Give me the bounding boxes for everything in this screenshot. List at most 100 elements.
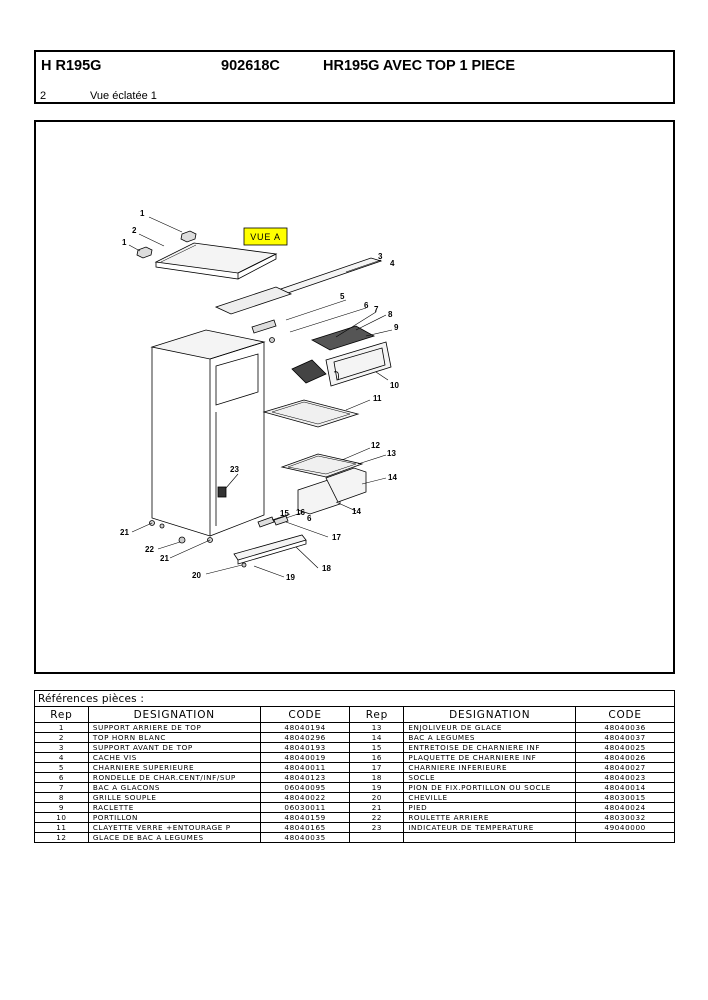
ice-tray	[291, 359, 327, 384]
plinth-pin	[241, 562, 247, 568]
roller-foot	[178, 536, 186, 544]
freezer-door	[325, 341, 392, 387]
cell-code-b: 48040026	[575, 752, 675, 763]
cell-designation-b: ENJOLIVEUR DE GLACE	[403, 722, 577, 733]
model-number: H R195G	[41, 58, 102, 74]
cell-rep-a: 2	[34, 732, 89, 743]
cell-designation-b: INDICATEUR DE TEMPERATURE	[403, 822, 577, 833]
grille	[310, 325, 376, 351]
cell-rep-a: 6	[34, 772, 89, 783]
glass-shelf	[262, 399, 360, 428]
cell-code-a: 06030011	[259, 802, 351, 813]
cell-designation-b: PLAQUETTE DE CHARNIERE INF	[403, 752, 577, 763]
cell-rep-b: 16	[349, 752, 405, 763]
col-designation-a: DESIGNATION	[87, 706, 261, 723]
cell-designation-b: CHEVILLE	[403, 792, 577, 803]
cell-rep-b: 19	[349, 782, 405, 793]
cell-code-b: 48030032	[575, 812, 675, 823]
plinth	[233, 534, 307, 565]
fridge-cabinet	[149, 329, 266, 543]
cell-code-b: 48040014	[575, 782, 675, 793]
cell-code-a: 48040296	[259, 732, 351, 743]
cell-code-b: 48040027	[575, 762, 675, 773]
callout-numbers: 1 2 1 3 4 5 6 7 8 9 10 11 12 13 14 23 15…	[120, 209, 399, 582]
vue-a-label-box	[243, 227, 288, 246]
cell-code-a: 06040095	[259, 782, 351, 793]
col-designation-b: DESIGNATION	[403, 706, 577, 723]
cell-rep-b: 20	[349, 792, 405, 803]
cell-designation-a: PORTILLON	[87, 812, 261, 823]
callout-22: 22	[145, 545, 154, 554]
callout-14b: 14	[352, 507, 361, 516]
cell-designation-b: SOCLE	[403, 772, 577, 783]
callout-21b: 21	[160, 554, 169, 563]
callout-8: 8	[388, 310, 393, 319]
col-code-b: CODE	[575, 706, 675, 723]
cell-code-b: 48040036	[575, 722, 675, 733]
callout-11: 11	[373, 394, 382, 403]
cell-rep-b: 18	[349, 772, 405, 783]
cell-rep-b: 15	[349, 742, 405, 753]
cell-rep-a: 5	[34, 762, 89, 773]
callout-20: 20	[192, 571, 201, 580]
cell-designation-a: RACLETTE	[87, 802, 261, 813]
cell-rep-a: 3	[34, 742, 89, 753]
foot-left	[159, 523, 165, 529]
parts-table: Références pièces : Rep DESIGNATION CODE…	[34, 690, 675, 843]
cell-rep-b: 17	[349, 762, 405, 773]
cell-code-b: 48040023	[575, 772, 675, 783]
cell-code-b: 48040037	[575, 732, 675, 743]
callout-1b: 1	[122, 238, 127, 247]
col-rep-a: Rep	[34, 706, 89, 723]
screw-cover	[270, 257, 383, 296]
cell-designation-b	[403, 832, 577, 843]
callout-13: 13	[387, 449, 396, 458]
cell-designation-a: CLAYETTE VERRE +ENTOURAGE P	[87, 822, 261, 833]
callout-23: 23	[230, 465, 239, 474]
cell-designation-a: GRILLE SOUPLE	[87, 792, 261, 803]
callout-21a: 21	[120, 528, 129, 537]
cell-rep-a: 9	[34, 802, 89, 813]
exploded-view-drawing: VUE A	[34, 120, 675, 674]
cell-code-b: 48040025	[575, 742, 675, 753]
crisper-bins	[297, 467, 367, 515]
callout-2: 2	[132, 226, 137, 235]
cell-rep-b: 22	[349, 812, 405, 823]
cell-rep-b	[349, 832, 405, 843]
exploded-view-svg: VUE A	[120, 209, 399, 582]
product-description: HR195G AVEC TOP 1 PIECE	[323, 58, 516, 74]
callout-19: 19	[286, 573, 295, 582]
callout-4: 4	[390, 259, 395, 268]
col-code-a: CODE	[259, 706, 351, 723]
cell-rep-b: 23	[349, 822, 405, 833]
cell-code-b: 48040024	[575, 802, 675, 813]
cell-designation-b: PIED	[403, 802, 577, 813]
callout-17: 17	[332, 533, 341, 542]
lower-hinge	[257, 515, 289, 528]
cell-rep-a: 1	[34, 722, 89, 733]
callout-1a: 1	[140, 209, 145, 218]
cell-code-b	[575, 832, 675, 843]
cell-designation-a: GLACE DE BAC A LEGUMES	[87, 832, 261, 843]
callout-9: 9	[394, 323, 399, 332]
leader-lines	[128, 216, 393, 578]
callout-6a: 6	[364, 301, 369, 310]
callout-5: 5	[340, 292, 345, 301]
cell-designation-b: PION DE FIX.PORTILLON OU SOCLE	[403, 782, 577, 793]
cell-code-a: 48040035	[259, 832, 351, 843]
callout-15: 15	[280, 509, 289, 518]
callout-6b: 6	[307, 514, 312, 523]
callout-18: 18	[322, 564, 331, 573]
callout-7: 7	[374, 305, 379, 314]
cell-code-b: 48030015	[575, 792, 675, 803]
cell-rep-a: 7	[34, 782, 89, 793]
